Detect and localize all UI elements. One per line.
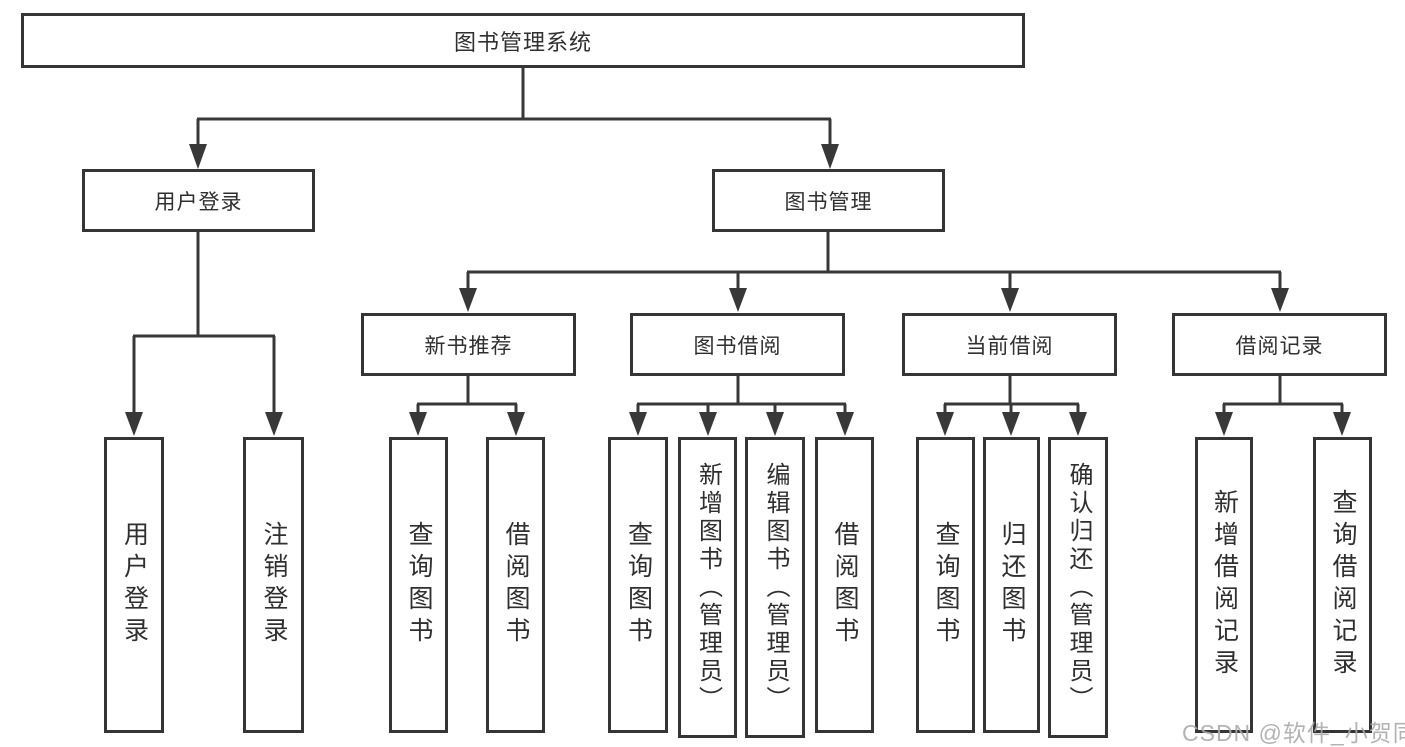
leaf-user-login: 用户登录 <box>104 437 164 733</box>
node-label: 查询借阅记录 <box>1329 489 1357 681</box>
leaf-add-books-admin: 新增图书（管理员） <box>678 437 737 738</box>
leaf-borrow-books-recommend: 借阅图书 <box>486 437 545 733</box>
node-label: 注销登录 <box>260 521 288 649</box>
connector-shafts <box>132 68 1344 414</box>
leaf-add-borrow-record: 新增借阅记录 <box>1195 437 1253 733</box>
node-user-login: 用户登录 <box>82 169 315 232</box>
node-label: 归还图书 <box>998 521 1026 649</box>
node-label: 当前借阅 <box>965 334 1054 358</box>
node-label: 新增图书（管理员） <box>694 461 722 714</box>
node-label: 新增借阅记录 <box>1210 489 1239 681</box>
node-current-borrowing: 当前借阅 <box>902 313 1117 376</box>
node-book-borrowing: 图书借阅 <box>630 313 845 376</box>
node-label: 图书管理 <box>784 190 873 214</box>
node-label: 借阅图书 <box>502 521 530 649</box>
node-label: 用户登录 <box>154 190 243 214</box>
node-book-management: 图书管理 <box>712 169 945 232</box>
node-label: 借阅图书 <box>831 521 859 649</box>
leaf-confirm-return-admin: 确认归还（管理员） <box>1048 437 1108 738</box>
leaf-logout-login: 注销登录 <box>243 437 304 733</box>
leaf-query-books-current: 查询图书 <box>916 437 975 733</box>
leaf-edit-books-admin: 编辑图书（管理员） <box>745 437 805 738</box>
node-label: 确认归还（管理员） <box>1065 461 1092 714</box>
node-label: 图书管理系统 <box>453 29 592 55</box>
node-new-book-recommend: 新书推荐 <box>361 313 576 376</box>
leaf-query-books-recommend: 查询图书 <box>389 437 448 733</box>
leaf-query-books-borrow: 查询图书 <box>608 437 668 733</box>
node-label: 编辑图书（管理员） <box>762 461 789 714</box>
node-library-management-system: 图书管理系统 <box>21 13 1025 68</box>
node-label: 借阅记录 <box>1235 334 1324 358</box>
node-label: 查询图书 <box>624 521 653 649</box>
node-label: 查询图书 <box>405 521 433 649</box>
node-label: 新书推荐 <box>424 334 513 358</box>
leaf-query-borrow-record: 查询借阅记录 <box>1313 437 1372 733</box>
node-label: 查询图书 <box>932 521 960 649</box>
node-borrowing-records: 借阅记录 <box>1172 313 1387 376</box>
leaf-borrow-books: 借阅图书 <box>815 437 874 733</box>
leaf-return-books: 归还图书 <box>983 437 1040 733</box>
arrowheads <box>125 144 1351 436</box>
node-label: 用户登录 <box>120 521 149 649</box>
node-label: 图书借阅 <box>693 334 782 358</box>
